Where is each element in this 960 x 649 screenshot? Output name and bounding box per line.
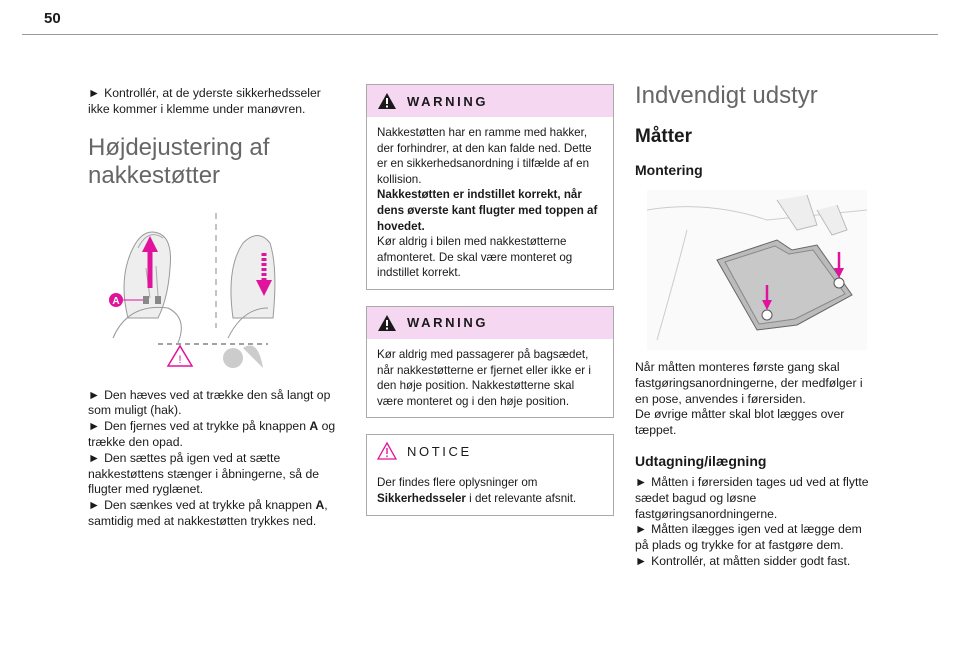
floor-mat-illustration bbox=[647, 190, 867, 350]
bullet-2: ►Måtten ilægges igen ved at lægge dem på… bbox=[635, 522, 862, 553]
bullet-arrow-icon: ► bbox=[88, 387, 101, 402]
bullet-arrow-icon: ► bbox=[88, 419, 101, 434]
bullet-1: ►Den hæves ved at trække den så langt op… bbox=[88, 387, 331, 418]
column-warnings: WARNING Nakkestøtten har en ramme med ha… bbox=[366, 84, 614, 516]
bullet-arrow-icon: ► bbox=[635, 522, 648, 537]
bullet-arrow-icon: ► bbox=[635, 553, 648, 568]
bullet-arrow-icon: ► bbox=[88, 498, 101, 513]
intro-bullet: ►Kontrollér, at de yderste sikkerhedssel… bbox=[88, 86, 321, 116]
bullet-arrow-icon: ► bbox=[88, 450, 101, 465]
warning-box-2: WARNING Kør aldrig med passagerer på bag… bbox=[366, 305, 614, 419]
bullet-1: ►Måtten i førersiden tages ud ved at fly… bbox=[635, 474, 869, 521]
warning-label: WARNING bbox=[407, 315, 489, 331]
montering-text-2: De øvrige måtter skal blot lægges over t… bbox=[635, 407, 845, 438]
subtitle: Måtter bbox=[635, 126, 693, 147]
bullet-2: ►Den fjernes ved at trykke på knappen A … bbox=[88, 419, 336, 449]
notice-triangle-icon bbox=[377, 442, 397, 460]
header-divider bbox=[22, 34, 938, 35]
warning-text: Nakkestøtten har en ramme med hakker, de… bbox=[377, 126, 592, 186]
page-number: 50 bbox=[44, 10, 61, 27]
bullet-3: ►Den sættes på igen ved at sætte nakkest… bbox=[88, 450, 320, 497]
section-montering: Montering bbox=[635, 162, 703, 178]
headrest-illustration: A ! bbox=[109, 212, 276, 368]
bullet-arrow-icon: ► bbox=[88, 86, 101, 100]
warning-label: WARNING bbox=[407, 93, 489, 109]
warning-triangle-icon bbox=[166, 344, 194, 367]
montering-text: Når måtten monteres første gang skal fas… bbox=[635, 360, 863, 406]
warning-text: Kør aldrig med passagerer på bagsædet, n… bbox=[377, 347, 591, 408]
figure-label-a: A bbox=[112, 296, 119, 307]
warning-box-1: WARNING Nakkestøtten har en ramme med ha… bbox=[366, 84, 614, 290]
column-headrest: ►Kontrollér, at de yderste sikkerhedssel… bbox=[88, 86, 340, 530]
notice-label: NOTICE bbox=[407, 443, 472, 459]
notice-box: NOTICE Der findes flere oplysninger om S… bbox=[366, 434, 614, 516]
bullet-4: ►Den sænkes ved at trykke på knappen A, … bbox=[88, 498, 328, 528]
warning-triangle-icon bbox=[378, 93, 396, 109]
section-udtagning: Udtagning/ilægning bbox=[635, 452, 767, 469]
column-mats: Indvendigt udstyr Måtter Montering Når m… bbox=[635, 82, 875, 570]
bullet-arrow-icon: ► bbox=[635, 474, 648, 489]
notice-text: Der findes flere oplysninger om Sikkerhe… bbox=[377, 476, 577, 505]
svg-text:!: ! bbox=[178, 354, 181, 366]
chapter-title: Indvendigt udstyr bbox=[635, 82, 818, 109]
warning-triangle-icon bbox=[378, 314, 396, 331]
warning-bold-text: Nakkestøtten er indstillet korrekt, når … bbox=[377, 188, 598, 233]
bullet-3: ►Kontrollér, at måtten sidder godt fast. bbox=[635, 553, 851, 568]
warning-text: Kør aldrig i bilen med nakkestøtterne af… bbox=[377, 235, 573, 280]
